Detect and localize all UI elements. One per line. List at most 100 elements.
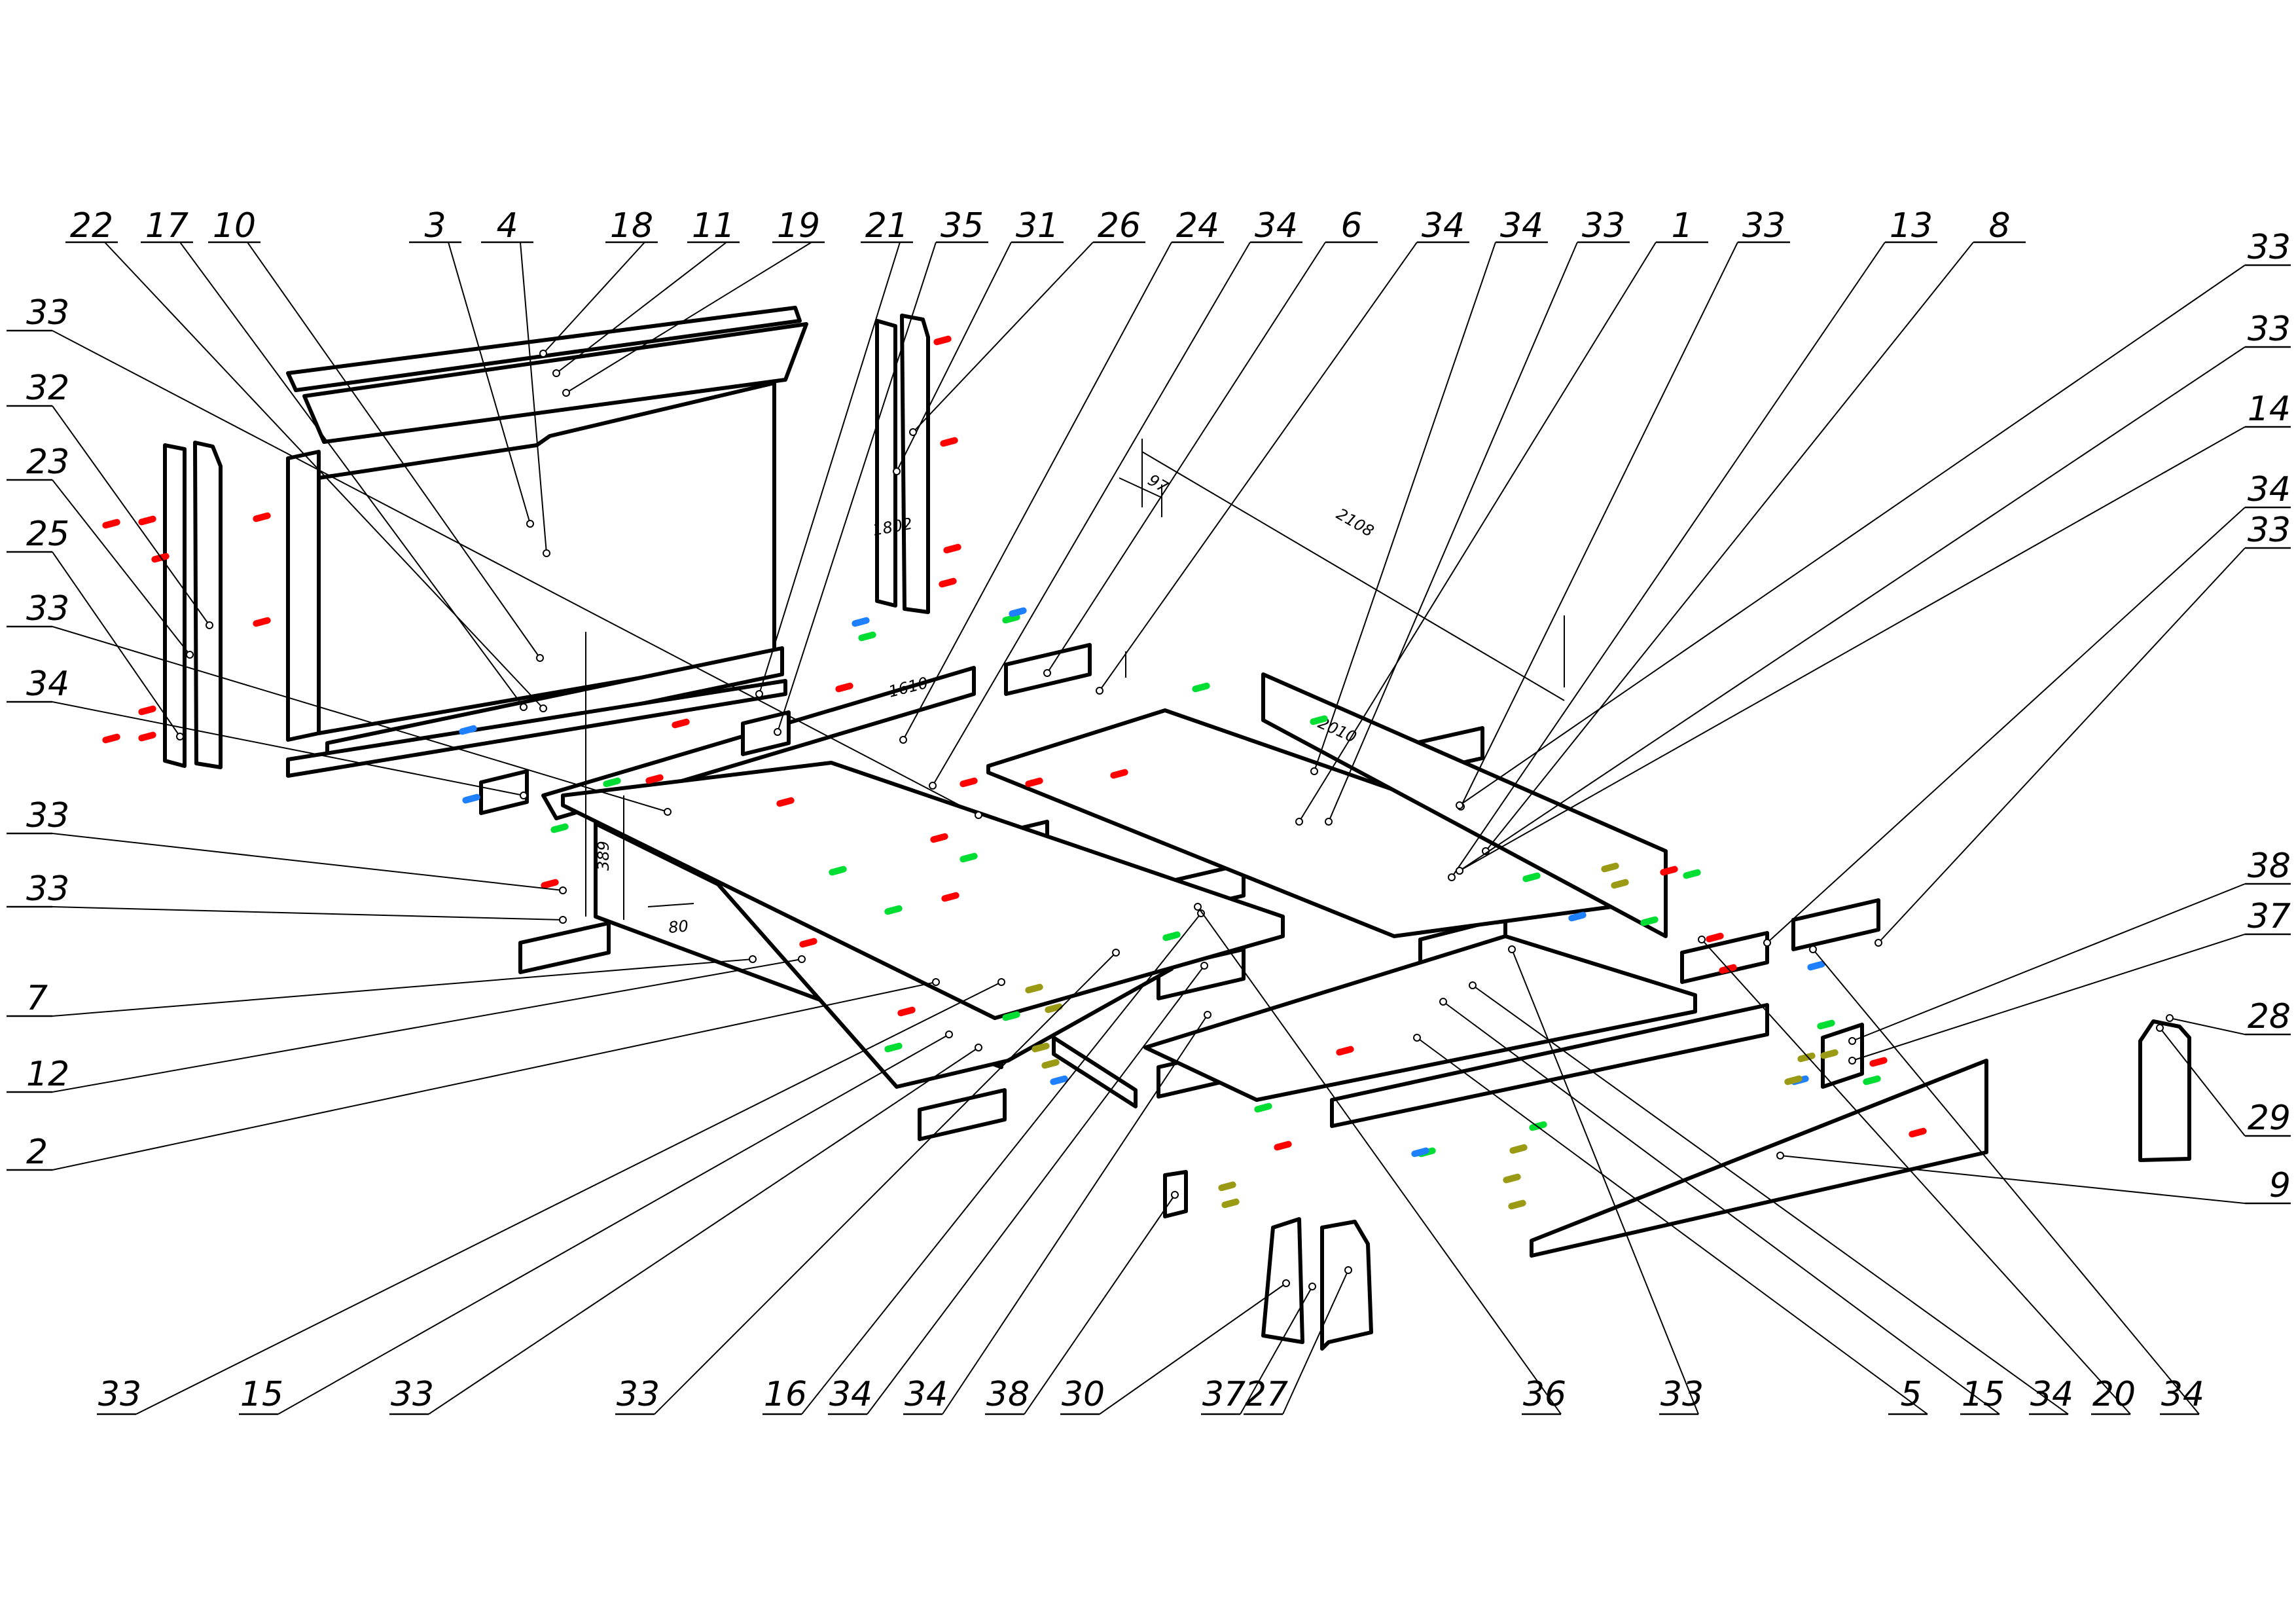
- leader-line: [1472, 985, 2069, 1415]
- confirmat-fastener: [1002, 613, 1020, 624]
- dowel-fastener: [941, 892, 960, 902]
- leader-target: [997, 978, 1005, 986]
- dowel-fastener: [835, 682, 853, 693]
- confirmat-fastener: [960, 852, 978, 863]
- dowel-fastener: [253, 617, 271, 627]
- leader-line: [52, 833, 564, 891]
- pin-fastener: [1601, 862, 1619, 873]
- callout-top-20: 13: [1448, 206, 1937, 881]
- leader-target: [1308, 1283, 1316, 1290]
- leader-target: [552, 369, 560, 377]
- callout-label: 32: [26, 369, 69, 408]
- dowel-fastener: [1025, 777, 1043, 788]
- dowel-fastener: [943, 543, 961, 554]
- callout-label: 38: [2248, 847, 2291, 886]
- callout-label: 30: [1062, 1375, 1105, 1414]
- leader-line: [565, 242, 812, 393]
- leader-target: [932, 978, 940, 986]
- leader-line: [104, 242, 544, 709]
- callout-label: 24: [1176, 206, 1219, 246]
- leader-line: [52, 405, 210, 626]
- leader-line: [52, 958, 802, 1093]
- callout-label: 34: [1255, 206, 1298, 246]
- leader-line: [912, 242, 1094, 433]
- leader-line: [52, 479, 190, 655]
- callout-top-7: 19: [562, 206, 825, 397]
- callout-label: 34: [1500, 206, 1543, 246]
- callout-top-18: 1: [1295, 206, 1708, 826]
- callout-label: 26: [1098, 206, 1141, 246]
- callout-bottom-13: 5: [1413, 1034, 1928, 1415]
- callout-label: 33: [26, 589, 69, 629]
- leader-target: [1809, 945, 1817, 953]
- dowel-fastener: [1706, 932, 1724, 943]
- leader-target: [543, 549, 550, 557]
- leader-target: [798, 955, 806, 963]
- leader-line: [52, 906, 564, 921]
- leader-target: [1763, 939, 1771, 947]
- leader-line: [278, 1034, 950, 1415]
- leader-target: [1096, 687, 1103, 695]
- callout-label: 29: [2248, 1099, 2291, 1138]
- callout-bottom-11: 36: [1194, 903, 1566, 1415]
- callout-label: 33: [2248, 511, 2291, 550]
- callout-right-2: 14: [1456, 390, 2291, 875]
- pin-fastener: [1797, 1052, 1816, 1063]
- dowel-fastener: [933, 335, 952, 346]
- leader-target: [975, 811, 982, 819]
- block-far-right-1: [1680, 931, 1769, 984]
- callout-label: 37: [2248, 897, 2291, 936]
- pin-fastener: [1503, 1173, 1521, 1184]
- leader-target: [1344, 1266, 1352, 1274]
- callout-label: 34: [2030, 1375, 2073, 1414]
- callout-label: 33: [98, 1375, 141, 1414]
- confirmat-fastener: [829, 866, 847, 876]
- callout-bottom-12: 33: [1508, 945, 1704, 1415]
- pin-fastener: [1218, 1181, 1236, 1192]
- leader-line: [1416, 1037, 1928, 1415]
- callout-bottom-16: 20: [1698, 936, 2136, 1415]
- dowel-fastener: [1110, 769, 1128, 779]
- left-post-b: [193, 441, 223, 769]
- dowel-fastener: [102, 733, 120, 744]
- leader-target: [559, 916, 567, 924]
- callout-left-8: 7: [7, 955, 757, 1018]
- cam-bolt-fastener: [1568, 911, 1587, 922]
- leg-lower-left: [1261, 1217, 1304, 1344]
- callout-label: 19: [777, 206, 820, 246]
- callout-bottom-10: 27: [1244, 1266, 1352, 1415]
- leader-line: [1780, 1155, 2246, 1204]
- leader-line: [1451, 242, 1886, 878]
- callout-label: 33: [1742, 206, 1785, 246]
- leader-line: [52, 981, 937, 1171]
- dowel-fastener: [1274, 1140, 1292, 1151]
- callout-label: 1: [1671, 206, 1693, 246]
- dowel-fastener: [799, 938, 817, 948]
- lower-right-frame: [1143, 934, 1697, 1102]
- leader-target: [1413, 1034, 1421, 1042]
- footboard-panel: [1530, 1059, 1988, 1258]
- right-post-b: [900, 314, 930, 614]
- callout-bottom-1: 15: [239, 1030, 953, 1415]
- leader-target: [520, 703, 528, 711]
- headboard-base-rail: [286, 679, 787, 778]
- callout-label: 28: [2248, 997, 2291, 1036]
- callout-right-9: 9: [1776, 1152, 2291, 1205]
- callout-label: 6: [1340, 206, 1362, 246]
- leader-line: [1852, 883, 2246, 1042]
- callout-label: 20: [2092, 1375, 2136, 1414]
- callout-top-3: 3: [409, 206, 534, 528]
- callout-label: 25: [26, 515, 69, 554]
- leader-line: [1511, 949, 1699, 1415]
- callout-label: 31: [1016, 206, 1059, 246]
- cam-bolt-fastener: [462, 793, 480, 804]
- leader-target: [664, 808, 672, 816]
- leader-target: [526, 520, 534, 528]
- confirmat-fastener: [1683, 869, 1701, 879]
- cam-bolt-fastener: [1009, 607, 1027, 617]
- parts-layer: [163, 306, 2191, 1351]
- leader-target: [755, 690, 763, 698]
- leader-line: [52, 701, 524, 796]
- leader-line: [777, 242, 937, 733]
